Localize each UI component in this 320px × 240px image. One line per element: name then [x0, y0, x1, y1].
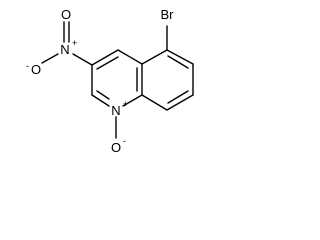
charge-n-oxide-oxygen: - — [123, 136, 126, 146]
charge-ring-nitrogen: + — [123, 99, 128, 109]
bond-c4a-c5 — [141, 49, 168, 65]
bond-c8a-n1 — [122, 94, 143, 107]
bond-c5-c6 — [166, 49, 194, 65]
atom-ring-nitrogen: N — [111, 103, 120, 118]
bond-c2-n1-inner — [96, 90, 110, 100]
bond-nitro-n-o-left — [41, 53, 59, 64]
bond-c3-c4-inner — [96, 56, 119, 70]
bond-c7-c8-inner — [167, 90, 189, 104]
bond-c7-c8 — [166, 94, 194, 111]
atom-n-oxide-oxygen: O — [111, 140, 121, 155]
atom-nitro-oxygen-top: O — [61, 7, 71, 22]
structure-canvas: Br N + O O - N + O - — [26, 7, 194, 155]
bond-n1-c2 — [91, 94, 110, 107]
molecule-diagram: Br N + O O - N + O - — [26, 7, 194, 155]
bond-c4-c4a — [117, 49, 143, 65]
charge-nitro-nitrogen: + — [72, 38, 77, 48]
atom-nitro-nitrogen: N — [60, 42, 69, 57]
bond-c3-c4 — [91, 49, 119, 66]
atom-bromine: Br — [161, 7, 175, 22]
bond-c8-c8a — [141, 94, 168, 111]
bond-c3-nitro-n — [72, 53, 93, 66]
charge-nitro-oxygen-left: - — [26, 61, 29, 71]
atom-nitro-oxygen-left: O — [31, 62, 41, 77]
bond-c5-c6-inner — [167, 55, 189, 69]
